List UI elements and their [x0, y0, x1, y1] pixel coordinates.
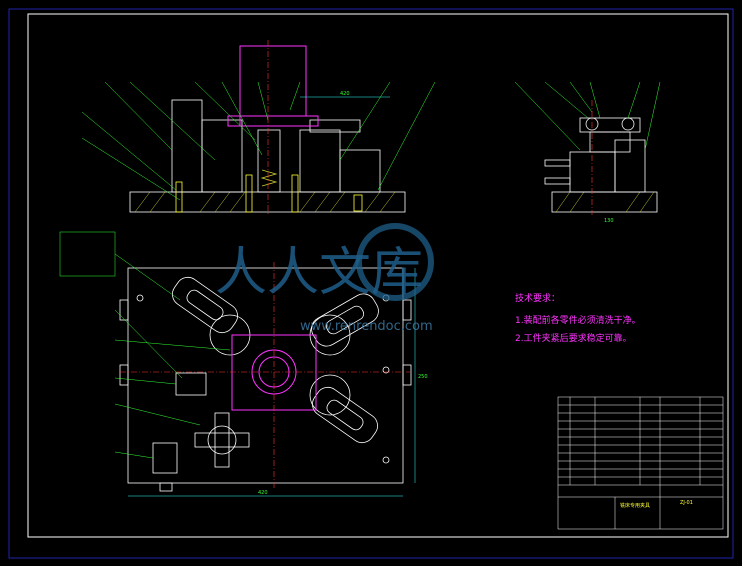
title-block-drawing-no: ZJ-01: [680, 500, 693, 506]
plan-dimensions: [128, 268, 416, 497]
watermark-url: www.renrendoc.com: [300, 319, 433, 334]
title-block-name: 铣床专用夹具: [620, 502, 650, 509]
side-leaders: [514, 81, 661, 151]
watermark: 人人文库 www.renrendoc.com: [215, 223, 434, 334]
outer-border: [8, 8, 734, 559]
front-leaders: [81, 81, 436, 201]
front-workpiece: [227, 45, 319, 127]
notes-line-2: 2.工件夹紧后要求稳定可靠。: [515, 332, 632, 344]
side-dimension-text: 130: [604, 218, 614, 224]
plan-leaders: [59, 231, 231, 459]
front-view: [129, 99, 406, 213]
watermark-text: 人人文库: [215, 243, 423, 303]
plan-centerlines: [120, 262, 410, 490]
plan-height-text: 250: [418, 374, 428, 380]
notes-title: 技术要求：: [515, 292, 560, 304]
side-view: [544, 117, 658, 213]
title-block: [557, 396, 724, 530]
drawing-frame: [27, 13, 729, 538]
notes-line-1: 1.装配前各零件必须清洗干净。: [515, 314, 641, 326]
plan-width-text: 420: [258, 490, 268, 496]
front-dimension-text: 420: [340, 91, 350, 97]
